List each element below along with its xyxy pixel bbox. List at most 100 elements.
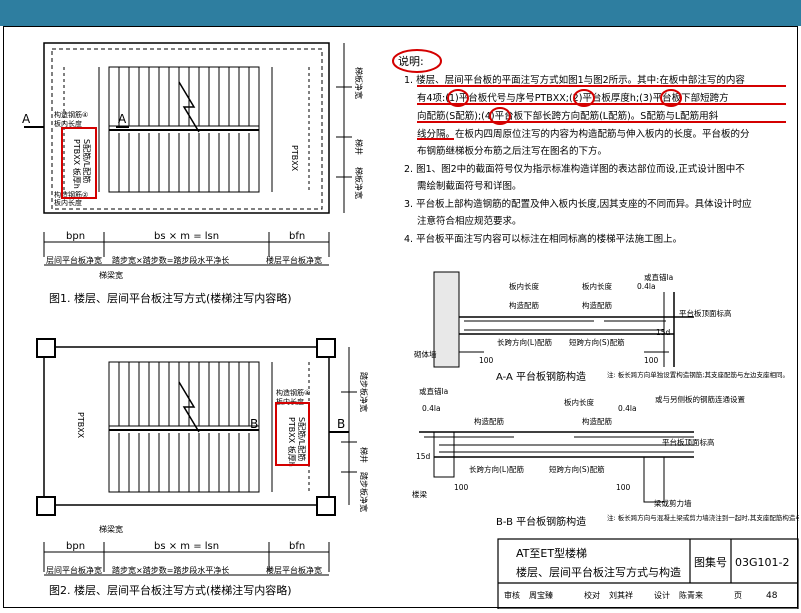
notes-line-1: 有4项:(1)平台板代号与序号PTBXX;(2)平台板厚度h;(3)平台板下部短…: [417, 92, 729, 104]
figure2-gouzao-label: 构造钢筋④: [276, 388, 310, 397]
figure1-dim-bpn: bpn: [66, 231, 85, 242]
figure1-bottom-label-3: 楼层平台板净宽: [266, 255, 322, 265]
notes-line-6: 需绘制截面符号和详图。: [417, 180, 522, 192]
titleblock-atlas-no: 03G101-2: [735, 556, 789, 569]
figure1-bottom-label-2: 踏步宽×踏步数=踏步段水平净长: [112, 255, 229, 265]
figure2-right-label-2: 梯井: [359, 447, 369, 463]
detailB-label-11: 100: [454, 483, 469, 492]
detailB-note: 注: 板长跨方向与混凝土梁或剪力墙浇注到一起时,其支座配筋构造与右边支座相同。: [607, 513, 799, 522]
figure1-gouzao2-label: 构造钢筋②: [54, 190, 88, 199]
figure1-bottom-label-1: 层间平台板净宽: [46, 255, 102, 265]
detailA-label-3: 板内长度: [582, 281, 612, 291]
figure2-dim-bpn: bpn: [66, 541, 85, 552]
figure2-bannei-label: 板内长度: [276, 397, 304, 406]
notes-heading: 说明:: [398, 54, 424, 68]
figure2-right-label-1: 踏步板净宽: [359, 372, 369, 412]
notes-line-5: 2. 图1、图2中的截面符号仅为指示标准构造详图的表达部位而设,正式设计图中不: [404, 163, 745, 175]
figure1-right-label-1: 梯板净宽: [354, 67, 364, 99]
detailA-label-6: 平台板顶面标高: [679, 308, 732, 318]
detailA-label-2: 或直锚la: [644, 272, 673, 282]
detailA-label-8: 短跨方向(S)配筋: [569, 337, 625, 347]
notes-line-7: 3. 平台板上部构造钢筋的配置及伸入板内长度,因其支座的不同而异。具体设计时应: [404, 198, 752, 210]
figure2-plan: [36, 338, 357, 576]
detailB-label-12: 100: [616, 483, 631, 492]
figure2-bottom-label-2: 踏步宽×踏步数=踏步段水平净长: [112, 565, 229, 575]
figure1-red-highlight-box: [61, 127, 97, 199]
titleblock-row-design: 设计: [654, 590, 670, 600]
figure1-dim-bfn: bfn: [289, 231, 305, 242]
detailA-label-5: 构造配筋: [582, 300, 612, 310]
figure2-inner-label: PTBXX 板厚h: [287, 417, 297, 467]
figure1-right-label-3: 梯板净宽: [354, 167, 364, 199]
detailB-label-1: 0.4la: [422, 404, 441, 413]
figure1-beam-label: 梯梁宽: [99, 270, 123, 280]
figure2-section-mark-right: B: [337, 417, 345, 431]
notes-line-3: 线分隔。在板内四周原位注写的内容为构造配筋与伸入板内的长度。平台板的分: [417, 128, 750, 140]
detailA-note: 注: 板长跨方向单独设置构造钢筋;其支座配筋与左边支座相同。: [607, 370, 789, 379]
detailB-label-10: 15d: [416, 452, 431, 461]
figure1-bannei2-label: 板内长度: [54, 198, 82, 207]
detailB-label-13: 楼梁: [412, 489, 427, 499]
detailA-label-9: 15d: [656, 328, 671, 337]
detailA-drawing: [433, 271, 694, 368]
detailB-label-14: 梁或剪力墙: [654, 498, 692, 508]
detailB-labels: 或直锚la 0.4la 构造配筋 板内长度 0.4la 或与另侧板的钢筋连通设置…: [412, 386, 745, 508]
figure1-section-mark-left: A: [22, 112, 31, 126]
detailB-label-2: 构造配筋: [474, 416, 504, 426]
drawing-canvas: A A PTBXX 构造钢筋④ 板内长度 构造钢筋② 板内长度 PTBXX 板厚…: [22, 42, 801, 610]
detailA-title: A-A 平台板钢筋构造: [496, 370, 586, 383]
figure2-bottom-label-3: 楼层平台板净宽: [266, 565, 322, 575]
notes-line-0: 1. 楼层、层间平台板的平面注写方式如图1与图2所示。其中:在板中部注写的内容: [404, 74, 745, 86]
detailB-drawing: [419, 431, 694, 503]
titleblock-name-review: 周宝臻: [529, 590, 553, 600]
detailB-label-9: 短跨方向(S)配筋: [549, 464, 605, 474]
notes-line-9: 4. 平台板平面注写内容可以标注在相同标高的楼梯平法施工图上。: [404, 233, 682, 245]
figure1-caption: 图1. 楼层、层间平台板注写方式(楼梯注写内容略): [49, 291, 292, 305]
titleblock-title-2: 楼层、层间平台板注写方式与构造: [516, 565, 681, 579]
figure2-section-mark-left: B: [250, 417, 258, 431]
figure1-section-mark-right: A: [118, 112, 127, 126]
titleblock-page-no: 48: [766, 591, 778, 601]
drawing-sheet: A A PTBXX 构造钢筋④ 板内长度 构造钢筋② 板内长度 PTBXX 板厚…: [3, 26, 801, 610]
figure2-dim-mid: bs × m = lsn: [154, 541, 219, 552]
figure1-bannei-label: 板内长度: [54, 119, 82, 128]
notes-block: 1. 楼层、层间平台板的平面注写方式如图1与图2所示。其中:在板中部注写的内容 …: [404, 74, 752, 245]
detailB-label-0: 或直锚la: [419, 386, 448, 396]
figure2-red-highlight-box: [275, 402, 310, 466]
figure1-plan: [24, 42, 352, 266]
detailB-label-5: 或与另侧板的钢筋连通设置: [655, 394, 745, 404]
detailA-label-11: 100: [644, 356, 659, 365]
figure1-right-label-2: 梯井: [354, 139, 364, 155]
detailB-title: B-B 平台板钢筋构造: [496, 515, 586, 528]
viewer-top-bar: [0, 0, 801, 26]
figure2-dim-bfn: bfn: [289, 541, 305, 552]
notes-line-4: 布钢筋继梯板分布筋之后注写在图名的下方。: [417, 145, 607, 157]
titleblock-row-page: 页: [734, 591, 742, 600]
figure2-right-label-3: 踏步板净宽: [359, 472, 369, 512]
titleblock-row-check: 校对: [584, 590, 600, 600]
titleblock-name-design: 陈青来: [679, 590, 703, 600]
detailB-label-6: 构造配筋: [582, 416, 612, 426]
figure2-beam-label: 梯梁宽: [99, 524, 123, 534]
detailB-label-4: 0.4la: [618, 404, 637, 413]
notes-line-8: 注意符合相应规范要求。: [417, 215, 522, 227]
detailA-label-1: 0.4la: [637, 282, 656, 291]
titleblock-row-review: 审核: [504, 590, 520, 600]
figure2-bottom-label-1: 层间平台板净宽: [46, 565, 102, 575]
detailA-label-0: 板内长度: [509, 281, 539, 291]
figure1-inner-label: PTBXX 板厚h: [72, 139, 82, 189]
figure2-inner-label2: S配筋/L配筋: [297, 417, 307, 461]
detailA-labels: 板内长度 0.4la 或直锚la 板内长度 构造配筋 构造配筋 平台板顶面标高 …: [414, 272, 732, 365]
detailB-label-7: 平台板顶面标高: [662, 437, 715, 447]
titleblock-name-check: 刘其祥: [609, 590, 633, 600]
figure2-ptb-label: PTBXX: [76, 412, 85, 439]
titleblock-atlas-label: 图集号: [694, 555, 727, 569]
figure2-caption: 图2. 楼层、层间平台板注写方式(楼梯注写内容略): [49, 583, 292, 597]
detailA-label-10: 100: [479, 356, 494, 365]
detailB-label-3: 板内长度: [564, 397, 594, 407]
red-annotations: [392, 49, 786, 140]
detailA-label-7: 长跨方向(L)配筋: [497, 337, 553, 347]
figure1-gouzao-label: 构造钢筋④: [54, 110, 88, 119]
notes-line-2: 向配筋(S配筋);(4)平台板下部长跨方向配筋(L配筋)。S配筋与L配筋用斜: [417, 110, 719, 122]
detailA-label-12: 砌体墙: [414, 349, 437, 359]
